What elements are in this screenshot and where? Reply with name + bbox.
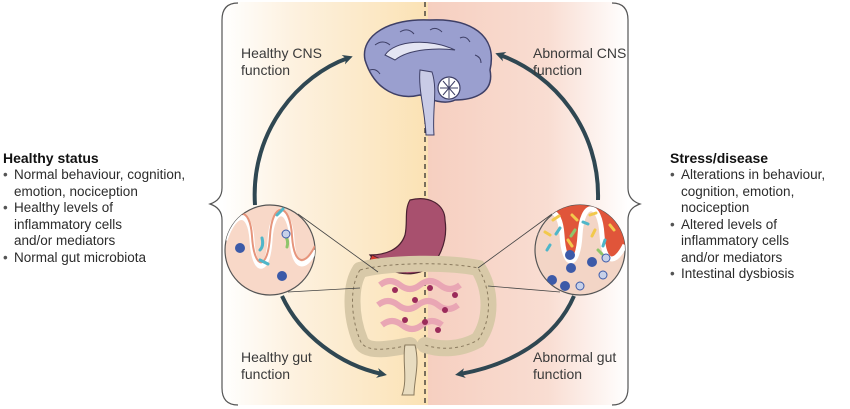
- arrow-brain-to-gut-disease: [455, 295, 576, 379]
- healthy-status-item: Normal behaviour, cognition, emotion, no…: [3, 167, 213, 200]
- healthy-status-item: Normal gut microbiota: [3, 250, 213, 267]
- right-bracket: [611, 2, 642, 406]
- stress-disease-box: Stress/disease Alterations in behaviour,…: [670, 150, 850, 283]
- healthy-cns-label: Healthy CNS function: [241, 45, 322, 78]
- left-bracket: [208, 2, 239, 406]
- abnormal-cns-label: Abnormal CNS function: [533, 45, 627, 78]
- healthy-gut-label: Healthy gut function: [241, 349, 312, 382]
- abnormal-gut-label: Abnormal gut function: [533, 349, 617, 382]
- intestine-illustration: [344, 255, 497, 396]
- stress-disease-item: Intestinal dysbiosis: [670, 266, 850, 283]
- stress-disease-item: Altered levels of inflammatory cells and…: [670, 217, 801, 267]
- healthy-status-box: Healthy status Normal behaviour, cogniti…: [3, 150, 213, 266]
- stress-disease-title: Stress/disease: [670, 150, 769, 166]
- stress-disease-item: Alterations in behaviour, cognition, emo…: [670, 167, 841, 217]
- disease-gut-magnified-circle: [534, 204, 626, 296]
- arrow-brain-to-gut-healthy: [280, 295, 387, 378]
- brain-illustration: [363, 19, 493, 136]
- healthy-status-title: Healthy status: [3, 150, 99, 166]
- arrow-gut-to-brain-healthy: [252, 54, 353, 206]
- healthy-status-item: Healthy levels of inflammatory cells and…: [3, 200, 134, 250]
- arrow-gut-to-brain-disease: [495, 52, 601, 201]
- healthy-gut-magnified-circle: [224, 204, 316, 296]
